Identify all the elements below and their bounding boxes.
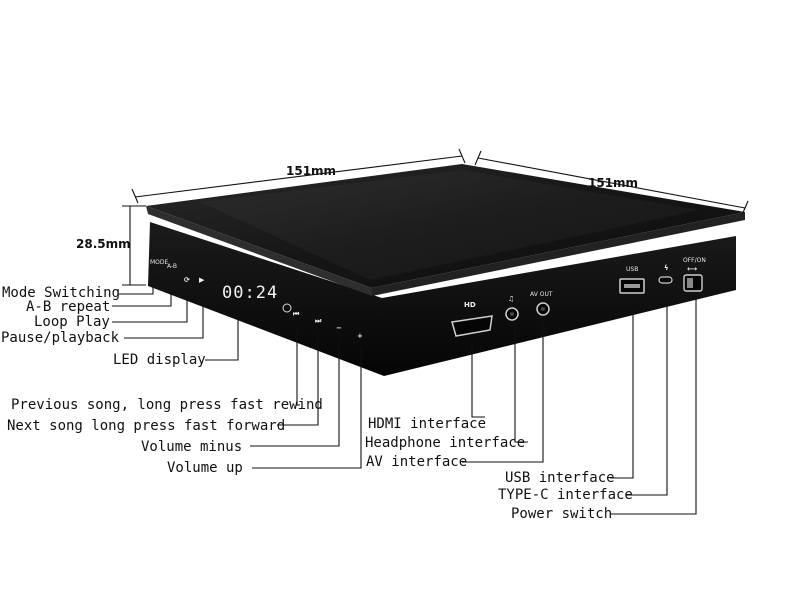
leader-mode bbox=[118, 278, 154, 295]
leader-lines bbox=[112, 278, 697, 515]
ir-sensor-icon bbox=[282, 303, 292, 313]
leader-previous bbox=[296, 325, 300, 406]
leader-volume-up bbox=[252, 349, 362, 469]
headphone-icon: ♫ bbox=[508, 295, 514, 303]
leader-hdmi bbox=[471, 340, 485, 418]
label-pause-playback: Pause/playback bbox=[1, 330, 120, 346]
headphone-jack-core bbox=[510, 312, 514, 316]
av-jack-core bbox=[541, 307, 545, 311]
label-typec-interface: TYPE-C interface bbox=[498, 487, 633, 503]
leader-usb bbox=[610, 295, 634, 479]
label-headphone-interface: Headphone interface bbox=[365, 435, 525, 451]
left-control-panel: MODE A-B ⟳ ▶ 00:24 ⏮ ⏭ − + bbox=[150, 259, 363, 340]
device-lid-edge bbox=[146, 206, 372, 296]
mode-button-text[interactable]: MODE bbox=[150, 259, 169, 266]
width-tick-left bbox=[131, 188, 139, 204]
device-top-lid bbox=[146, 164, 745, 288]
label-usb-interface: USB interface bbox=[505, 470, 615, 486]
leader-typec bbox=[626, 285, 668, 496]
previous-icon[interactable]: ⏮ bbox=[293, 310, 300, 318]
leader-pause bbox=[124, 288, 204, 339]
dimension-lines: 151mm 151mm 28.5mm bbox=[76, 148, 749, 286]
label-volume-up: Volume up bbox=[167, 460, 243, 476]
label-mode-switching: Mode Switching bbox=[2, 285, 120, 301]
leader-led bbox=[205, 303, 239, 361]
width-dimension-label: 151mm bbox=[286, 164, 336, 178]
leader-volume-minus bbox=[250, 340, 340, 447]
leader-loop bbox=[112, 286, 188, 323]
volume-plus-icon[interactable]: + bbox=[357, 332, 363, 340]
width-dimension-line bbox=[134, 155, 463, 198]
depth-dimension-line bbox=[477, 157, 746, 209]
usb-port-tongue bbox=[624, 284, 640, 288]
next-icon[interactable]: ⏭ bbox=[315, 317, 322, 325]
label-av-interface: AV interface bbox=[366, 454, 467, 470]
right-port-panel: HD ♫ AV OUT USB ϟ OFF/ON ⟷ bbox=[451, 257, 706, 337]
height-dimension-label: 28.5mm bbox=[76, 237, 131, 251]
power-arrow-icon: ⟷ bbox=[687, 265, 697, 273]
label-loop-play: Loop Play bbox=[34, 314, 110, 330]
label-ab-repeat: A-B repeat bbox=[26, 299, 110, 315]
label-volume-minus: Volume minus bbox=[141, 439, 242, 455]
volume-minus-icon[interactable]: − bbox=[336, 324, 342, 332]
power-switch-knob bbox=[687, 278, 693, 288]
label-next-song: Next song long press fast forward bbox=[7, 418, 285, 434]
label-power-switch: Power switch bbox=[511, 506, 612, 522]
depth-tick-right bbox=[741, 200, 749, 216]
play-pause-icon[interactable]: ▶ bbox=[199, 276, 205, 284]
ab-button-text[interactable]: A-B bbox=[167, 263, 177, 270]
width-tick-right bbox=[458, 148, 466, 164]
typec-port[interactable] bbox=[658, 276, 673, 284]
leader-ab bbox=[112, 282, 172, 307]
hd-port-text: HD bbox=[464, 301, 476, 309]
leader-next bbox=[277, 333, 319, 426]
leader-headphone bbox=[514, 322, 528, 443]
device-lid-edge-right bbox=[372, 212, 745, 296]
led-display: 00:24 bbox=[222, 283, 278, 303]
depth-tick-left bbox=[474, 150, 482, 166]
depth-dimension-label: 151mm bbox=[588, 176, 638, 190]
lightning-icon: ϟ bbox=[664, 264, 669, 272]
leader-power bbox=[610, 293, 697, 515]
device bbox=[146, 164, 745, 376]
label-led-display: LED display bbox=[113, 352, 206, 368]
hdmi-port[interactable] bbox=[451, 315, 493, 337]
usb-port-text: USB bbox=[626, 266, 638, 273]
callout-labels: Mode Switching A-B repeat Loop Play Paus… bbox=[1, 285, 633, 522]
device-front-face bbox=[148, 222, 736, 376]
av-out-text: AV OUT bbox=[530, 291, 553, 298]
loop-icon[interactable]: ⟳ bbox=[184, 276, 190, 284]
label-previous-song: Previous song, long press fast rewind bbox=[11, 397, 323, 413]
label-hdmi-interface: HDMI interface bbox=[368, 416, 486, 432]
leader-av bbox=[462, 317, 544, 463]
power-switch-text: OFF/ON bbox=[683, 257, 706, 264]
